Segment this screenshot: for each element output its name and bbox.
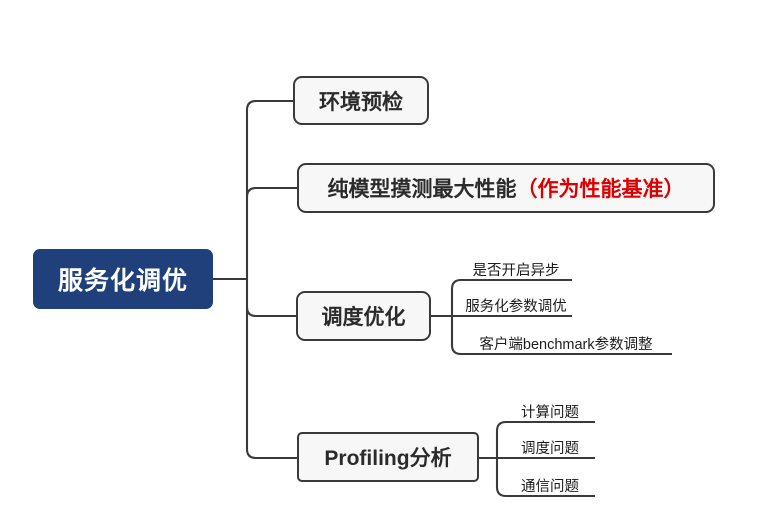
leaf-node-client-benchmark-params[interactable]: 客户端benchmark参数调整: [460, 332, 672, 354]
leaf-node-label: 调度问题: [521, 440, 579, 457]
leaf-node-label: 是否开启异步: [472, 262, 560, 279]
leaf-node-async-toggle[interactable]: 是否开启异步: [460, 258, 572, 280]
connector-sub4-item-1: [495, 420, 595, 432]
leaf-node-communication-issue[interactable]: 通信问题: [505, 474, 595, 496]
leaf-node-compute-issue[interactable]: 计算问题: [505, 400, 595, 422]
connector-branch-2: [245, 186, 297, 198]
leaf-node-label: 计算问题: [521, 404, 579, 421]
connector-branch-1: [245, 99, 293, 111]
branch-node-scheduling-optimization[interactable]: 调度优化: [296, 291, 431, 341]
branch-node-profiling-analysis[interactable]: Profiling分析: [297, 432, 479, 482]
leaf-node-service-param-tuning[interactable]: 服务化参数调优: [460, 294, 572, 316]
leaf-node-label: 服务化参数调优: [465, 298, 567, 315]
leaf-node-label: 客户端benchmark参数调整: [479, 336, 653, 353]
connector-sub3-item-1: [450, 278, 572, 290]
branch-node-label: 纯模型摸测最大性能: [327, 178, 517, 201]
connector-branch-4: [245, 448, 297, 460]
branch-node-label: 调度优化: [321, 306, 406, 329]
leaf-node-scheduling-issue[interactable]: 调度问题: [505, 436, 595, 458]
root-node-label: 服务化调优: [57, 267, 188, 295]
leaf-node-label: 通信问题: [521, 478, 579, 495]
branch-node-accent-label: （作为性能基准）: [516, 178, 685, 201]
connector-branch-3: [245, 306, 296, 318]
branch-node-label: Profiling分析: [324, 447, 452, 470]
branch-node-pure-model-max-perf[interactable]: 纯模型摸测最大性能 （作为性能基准）: [297, 163, 715, 213]
branch-node-label: 环境预检: [319, 90, 403, 114]
root-node[interactable]: 服务化调优: [33, 249, 213, 309]
branch-node-environment-precheck[interactable]: 环境预检: [293, 76, 429, 125]
